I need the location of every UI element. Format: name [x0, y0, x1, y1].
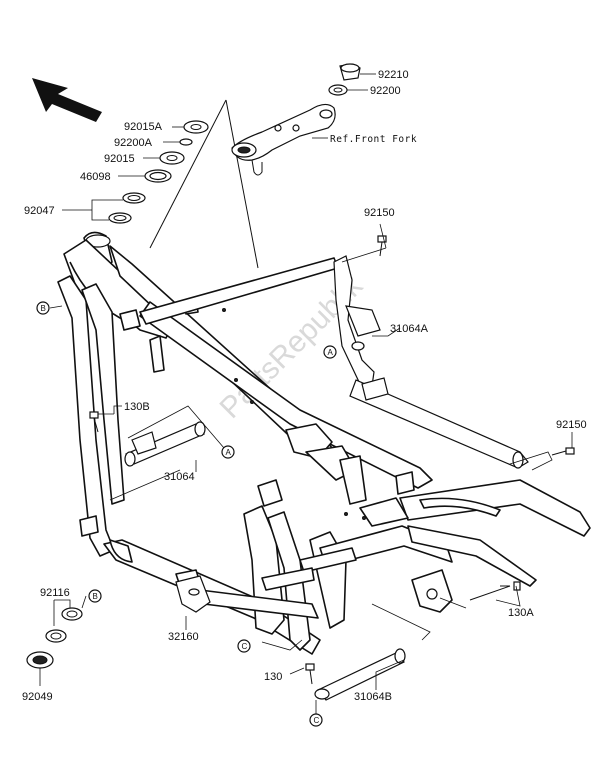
- label-92047: 92047: [24, 205, 55, 217]
- bushing-92116: [45, 607, 83, 643]
- reference-front-fork-note: Ref.Front Fork: [330, 134, 417, 145]
- bracket-32160: [175, 575, 211, 613]
- label-32160: 32160: [168, 631, 199, 643]
- label-92015: 92015: [104, 153, 135, 165]
- label-92049: 92049: [22, 691, 53, 703]
- callout-a-lower: A: [221, 445, 235, 459]
- bolt-92150-right: [551, 447, 575, 456]
- label-31064A: 31064A: [390, 323, 429, 335]
- label-92210: 92210: [378, 69, 409, 81]
- label-130A: 130A: [508, 607, 534, 619]
- lock-nut-92015A: [183, 120, 209, 134]
- bolt-130: [305, 663, 315, 685]
- cap-nut: [339, 63, 361, 81]
- label-130: 130: [264, 671, 282, 683]
- label-92015A: 92015A: [124, 121, 163, 133]
- callout-a-upper: A: [323, 345, 337, 359]
- mount-bracket-31064B: [314, 648, 406, 701]
- callout-c-bottom: C: [309, 713, 323, 727]
- label-31064B: 31064B: [354, 691, 392, 703]
- steering-stem-explosion-lines: [149, 99, 259, 269]
- bolt-130B: [89, 411, 99, 433]
- bolt-130A: [469, 581, 521, 601]
- label-92200: 92200: [370, 85, 401, 97]
- seal-92049: [26, 651, 54, 669]
- washer-top: [328, 84, 348, 96]
- label-130B: 130B: [124, 401, 150, 413]
- label-31064: 31064: [164, 471, 195, 483]
- label-46098: 46098: [80, 171, 111, 183]
- svg-text:C: C: [242, 642, 248, 651]
- callout-b-frame: B: [36, 301, 50, 315]
- mount-bracket-31064: [124, 421, 206, 467]
- label-92116: 92116: [40, 587, 70, 599]
- label-92200A: 92200A: [114, 137, 153, 149]
- front-direction-arrow-icon: [32, 78, 102, 122]
- svg-text:B: B: [41, 304, 46, 313]
- washer-92200A: [179, 138, 193, 146]
- svg-text:A: A: [328, 348, 334, 357]
- svg-text:C: C: [314, 716, 320, 725]
- label-92150-top: 92150: [364, 207, 395, 219]
- bearing-46098: [144, 169, 172, 183]
- mount-bracket-31064A: [333, 255, 529, 469]
- callout-c-middle: C: [237, 639, 251, 653]
- lock-nut-92015: [159, 151, 185, 165]
- callout-b-lower: B: [88, 589, 102, 603]
- svg-text:A: A: [226, 448, 232, 457]
- bolt-92150-top: [377, 235, 387, 257]
- upper-fork-bracket: [231, 103, 336, 176]
- label-92150-right: 92150: [556, 419, 587, 431]
- bearing-races-92047: [108, 192, 146, 224]
- svg-text:B: B: [93, 592, 98, 601]
